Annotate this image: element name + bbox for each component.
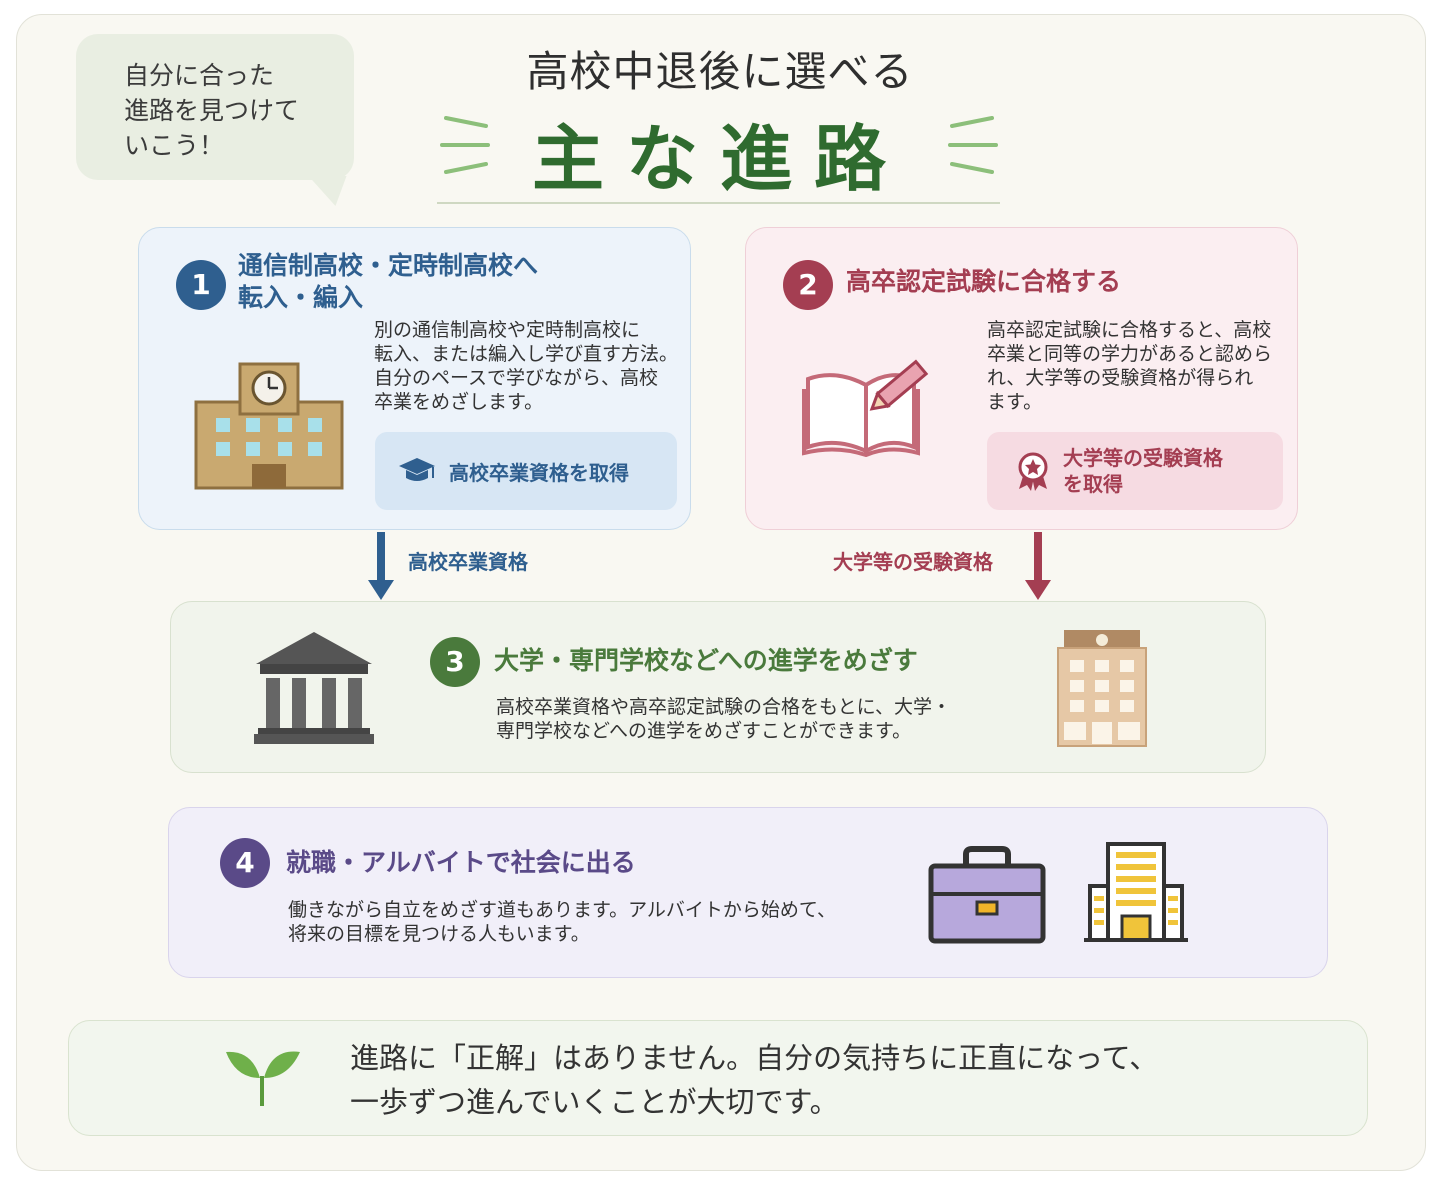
graduation-cap-icon: [399, 458, 435, 481]
closing-line: 進路に「正解」はありません。自分の気持ちに正直になって、: [350, 1041, 1159, 1075]
arrow-down-right-icon: [1025, 532, 1051, 600]
route-number-badge: 2: [783, 260, 833, 310]
heading-line: 就職・アルバイトで社会に出る: [286, 848, 636, 877]
route-description: 別の通信制高校や定時制高校に 転入、または編入し学び直す方法。 自分のペースで学…: [374, 318, 678, 414]
description-line: れ、大学等の受験資格が得られ: [987, 367, 1254, 389]
open-book-pencil-icon: [802, 359, 929, 457]
description-line: 卒業と同等の学力があると認めら: [987, 343, 1273, 365]
route-result-pill: 大学等の受験資格 を取得: [987, 432, 1283, 510]
route-result-pill: 高校卒業資格を取得: [375, 432, 677, 510]
heading-line: 通信制高校・定時制高校へ: [238, 251, 539, 280]
speech-bubble: 自分に合った 進路を見つけて いこう！: [76, 34, 358, 206]
heading-line: 転入・編入: [238, 283, 364, 312]
closing-message-box: [68, 1020, 1368, 1136]
page-subtitle: 高校中退後に選べる: [526, 47, 914, 96]
description-line: 専門学校などへの進学をめざすことができます。: [496, 720, 912, 742]
briefcase-icon: [928, 846, 1046, 944]
description-line: 高校卒業資格や高卒認定試験の合格をもとに、大学・: [496, 696, 952, 718]
title-accent-lines-right-icon: [948, 116, 998, 174]
description-line: 働きながら自立をめざす道もあります。アルバイトから始めて、: [288, 899, 836, 921]
heading-line: 高卒認定試験に合格する: [846, 267, 1122, 296]
description-line: 将来の目標を見つける人もいます。: [288, 923, 590, 945]
route-heading: 通信制高校・定時制高校へ 転入・編入: [238, 250, 538, 314]
description-line: 転入、または編入し学び直す方法。: [374, 343, 679, 365]
pill-text-line: 大学等の受験資格: [1063, 446, 1223, 470]
route-number-badge: 1: [176, 260, 226, 310]
arrow-down-left-icon: [368, 532, 394, 600]
college-building-icon: [1057, 630, 1147, 747]
arrow-label-left: 高校卒業資格: [408, 550, 528, 574]
title-accent-lines-left-icon: [440, 116, 490, 174]
title-divider: [437, 202, 1000, 204]
page-title: 主な進路: [531, 117, 908, 201]
pill-text-line: を取得: [1063, 472, 1123, 496]
closing-line: 一歩ずつ進んでいくことが大切です。: [350, 1085, 839, 1119]
bubble-line: いこう！: [124, 131, 225, 160]
description-line: 別の通信制高校や定時制高校に: [374, 319, 641, 341]
bubble-line: 自分に合った: [124, 61, 275, 90]
route-description: 高卒認定試験に合格すると、高校 卒業と同等の学力があると認めら れ、大学等の受験…: [987, 318, 1272, 414]
description-line: 卒業をめざします。: [374, 391, 544, 413]
bubble-line: 進路を見つけて: [124, 96, 300, 125]
route-heading: 高卒認定試験に合格する: [846, 266, 1121, 298]
office-building-icon: [1084, 842, 1188, 942]
closing-message: 進路に「正解」はありません。自分の気持ちに正直になって、 一歩ずつ進んでいくこと…: [350, 1036, 1158, 1124]
route-description: 高校卒業資格や高卒認定試験の合格をもとに、大学・ 専門学校などへの進学をめざすこ…: [496, 695, 951, 743]
arrow-label-right: 大学等の受験資格: [833, 550, 993, 574]
description-line: 高卒認定試験に合格すると、高校: [987, 319, 1272, 341]
description-line: 自分のペースで学びながら、高校: [374, 367, 659, 389]
route-number-badge: 4: [220, 838, 270, 888]
university-icon: [254, 632, 374, 744]
heading-line: 大学・専門学校などへの進学をめざす: [494, 646, 918, 675]
school-building-icon: [194, 362, 344, 490]
route-heading: 大学・専門学校などへの進学をめざす: [494, 645, 918, 677]
route-number-badge: 3: [430, 637, 480, 687]
pill-text: 高校卒業資格を取得: [449, 460, 629, 485]
route-description: 働きながら自立をめざす道もあります。アルバイトから始めて、 将来の目標を見つける…: [288, 898, 836, 946]
award-ribbon-icon: [1018, 452, 1048, 491]
infographic-frame: [16, 14, 1426, 1171]
route-heading: 就職・アルバイトで社会に出る: [286, 847, 636, 879]
sprout-icon: [226, 1051, 300, 1106]
description-line: ます。: [987, 391, 1043, 413]
pill-text: 大学等の受験資格 を取得: [1063, 445, 1223, 497]
